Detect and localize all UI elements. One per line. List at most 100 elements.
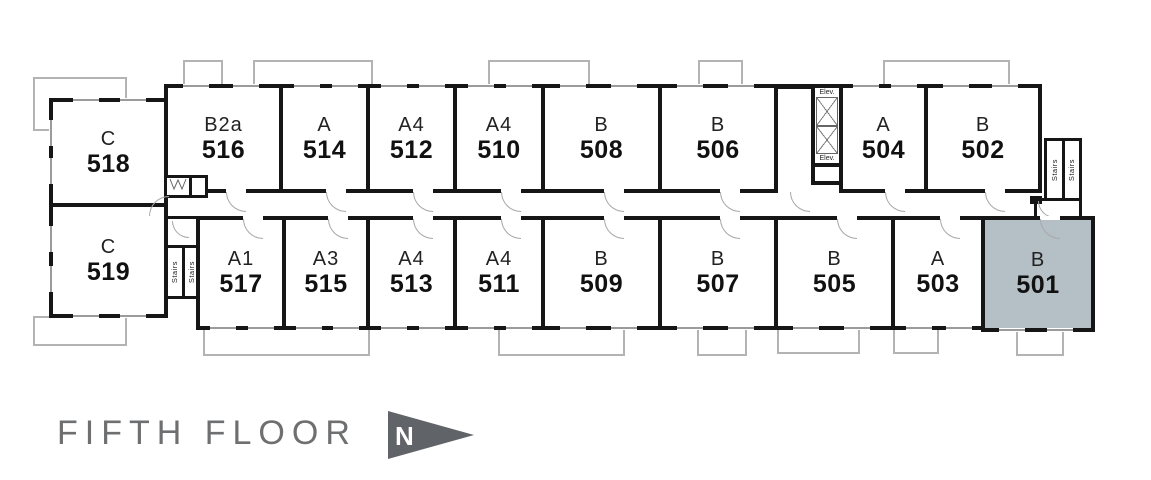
balcony-outline bbox=[777, 326, 860, 354]
unit-number-label: 519 bbox=[86, 257, 131, 286]
window-mark bbox=[467, 84, 494, 88]
window-mark bbox=[333, 326, 360, 330]
door-gap bbox=[603, 216, 624, 220]
window-mark bbox=[418, 84, 445, 88]
stairs-label: Stairs bbox=[187, 260, 197, 284]
window-mark bbox=[72, 314, 99, 318]
window-mark bbox=[844, 326, 871, 330]
closet bbox=[164, 175, 208, 198]
unit-number-label: 502 bbox=[961, 135, 1005, 164]
window-mark bbox=[853, 84, 880, 88]
window-mark bbox=[72, 98, 99, 102]
window-mark bbox=[248, 326, 275, 330]
unit-number-label: 503 bbox=[916, 270, 960, 298]
lobby-wall bbox=[774, 84, 815, 89]
unit-number-label: 501 bbox=[1016, 271, 1060, 299]
closet-cell bbox=[192, 178, 205, 195]
unit-number-label: 517 bbox=[219, 270, 263, 298]
door-gap bbox=[500, 216, 521, 220]
door-gap bbox=[720, 216, 741, 220]
window-mark bbox=[793, 326, 820, 330]
door-gap bbox=[326, 189, 347, 193]
unit-type-label: B bbox=[975, 113, 991, 136]
balcony-outline bbox=[33, 316, 127, 346]
window-mark bbox=[418, 326, 445, 330]
window-mark bbox=[677, 326, 704, 330]
unit-type-label: B bbox=[1030, 249, 1046, 271]
unit-number-label: 512 bbox=[389, 135, 434, 164]
door-gap bbox=[603, 189, 624, 193]
elevator-foot bbox=[815, 163, 839, 181]
door-gap bbox=[327, 216, 348, 220]
unit-number-label: 511 bbox=[478, 270, 520, 298]
window-mark bbox=[727, 84, 754, 88]
stairs-label: Stairs bbox=[169, 260, 179, 284]
stair-flight: Stairs bbox=[1061, 138, 1082, 202]
window-mark bbox=[506, 326, 533, 330]
door-gap bbox=[1040, 216, 1061, 220]
north-arrow: N bbox=[386, 408, 478, 467]
floor-title: FIFTH FLOOR bbox=[57, 414, 357, 452]
unit-number-label: 508 bbox=[579, 135, 624, 164]
unit-type-label: B bbox=[710, 248, 726, 270]
unit-type-label: C bbox=[100, 127, 117, 150]
north-arrow-triangle bbox=[388, 411, 474, 459]
balcony-outline bbox=[893, 326, 939, 354]
unit-type-label: B bbox=[594, 248, 609, 270]
window-mark bbox=[1047, 328, 1074, 332]
door-gap bbox=[242, 216, 263, 220]
stairs-label: Stairs bbox=[1049, 158, 1059, 182]
window-mark bbox=[49, 226, 53, 252]
unit-number-label: 514 bbox=[302, 135, 347, 164]
balcony-outline bbox=[1016, 328, 1064, 356]
door-gap bbox=[985, 189, 1006, 193]
window-mark bbox=[560, 84, 587, 88]
window-mark bbox=[380, 326, 407, 330]
wall-stub bbox=[1030, 196, 1042, 204]
unit-type-label: A4 bbox=[485, 248, 513, 270]
door-gap bbox=[500, 189, 521, 193]
window-mark bbox=[49, 157, 53, 184]
unit-type-label: B bbox=[827, 248, 842, 270]
elevator-cell-icon bbox=[816, 97, 838, 126]
unit-number-label: 505 bbox=[812, 270, 857, 298]
unit-type-label: A4 bbox=[398, 113, 425, 136]
unit-type-label: B2a bbox=[204, 113, 243, 136]
unit-type-label: A bbox=[930, 248, 946, 270]
unit-type-label: B bbox=[594, 113, 609, 136]
window-mark bbox=[945, 326, 972, 330]
unit-number-label: 516 bbox=[201, 135, 246, 164]
window-mark bbox=[611, 84, 638, 88]
window-mark bbox=[992, 84, 1019, 88]
door-gap bbox=[720, 189, 741, 193]
window-mark bbox=[183, 84, 210, 88]
balcony-outline bbox=[203, 326, 370, 356]
window-mark bbox=[942, 84, 969, 88]
window-mark bbox=[296, 326, 323, 330]
door-gap bbox=[939, 216, 960, 220]
window-mark bbox=[727, 326, 754, 330]
window-mark bbox=[331, 84, 358, 88]
elevator-cell-icon bbox=[816, 125, 838, 154]
